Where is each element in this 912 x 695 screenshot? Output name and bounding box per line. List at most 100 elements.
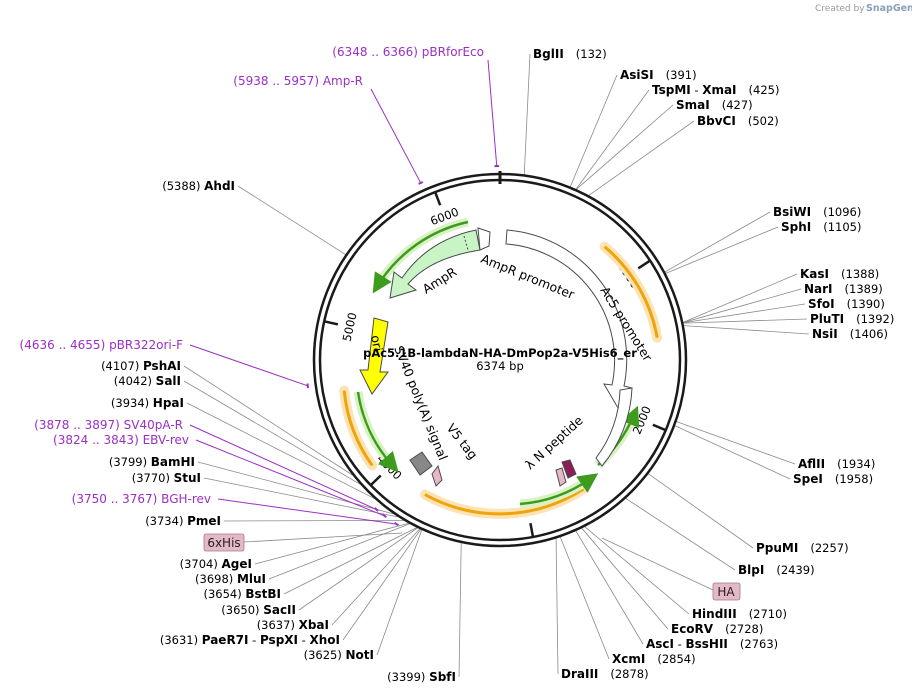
site-pmei[interactable]: (3734) PmeI — [145, 514, 221, 528]
site-name-pupmi: PpuMI(2257) — [756, 541, 849, 555]
primer-mark-pbr322ori-f — [306, 383, 310, 389]
site-name-bstbi: (3654) BstBI — [203, 587, 281, 601]
site-noti[interactable]: (3625) NotI — [304, 648, 374, 662]
site-blpi[interactable]: BlpI(2439) — [738, 563, 815, 577]
ampr-feature-arrow[interactable] — [389, 229, 481, 299]
site-pluti[interactable]: PluTI(1392) — [810, 312, 894, 326]
site-tspmi[interactable]: TspMI - XmaI(425) — [652, 83, 779, 97]
site-bbvci[interactable]: BbvCI(502) — [697, 114, 779, 128]
site-leader-noti — [376, 529, 423, 656]
site-nari[interactable]: NarI(1389) — [804, 282, 883, 296]
primer-range-pbr322ori-f: (4636 .. 4655) — [20, 338, 110, 352]
site-bamhi[interactable]: (3799) BamHI — [109, 455, 195, 469]
site-spei[interactable]: SpeI(1958) — [793, 472, 873, 486]
site-leader-smai — [576, 104, 674, 190]
site-bglii[interactable]: BglII(132) — [533, 47, 607, 61]
site-nsii[interactable]: NsiI(1406) — [812, 327, 888, 341]
site-name-kasi: KasI(1388) — [800, 267, 879, 281]
site-name-pluti: PluTI(1392) — [810, 312, 894, 326]
site-leader-xcmi — [559, 536, 610, 660]
site-sfoi[interactable]: SfoI(1390) — [808, 297, 885, 311]
primer-leader-ampr-primer — [370, 88, 422, 184]
site-name-sfoi: SfoI(1390) — [808, 297, 885, 311]
ha-tag-marker[interactable] — [555, 467, 567, 487]
site-asisi[interactable]: AsiSI(391) — [620, 68, 697, 82]
site-hindiii[interactable]: HindIII(2710) — [692, 607, 787, 621]
orf-arc-3 — [342, 390, 374, 467]
site-aflii[interactable]: AflII(1934) — [798, 457, 875, 471]
site-xcmi[interactable]: XcmI(2854) — [612, 652, 696, 666]
site-leader-asisi — [569, 74, 618, 187]
tick-1000 — [637, 260, 650, 270]
site-pos-sphi: (1105) — [823, 220, 861, 234]
primer-pbr322ori-f[interactable]: (4636 .. 4655) pBR322ori-F — [20, 338, 184, 352]
primer-leader-ebv-rev — [195, 439, 385, 517]
primer-mark-sv40pa-r — [373, 507, 379, 512]
site-leader-ahdi — [237, 185, 346, 255]
tag-ha-box — [712, 582, 741, 601]
site-leader-paer7i — [342, 529, 422, 641]
primer-mark-bgh-rev — [394, 521, 399, 527]
ori-feature-arrow[interactable] — [359, 317, 389, 395]
site-sphi[interactable]: SphI(1105) — [781, 220, 862, 234]
orf-arc-1 — [603, 245, 659, 339]
site-pos-pluti: (1392) — [856, 312, 894, 326]
site-xbai[interactable]: (3637) XbaI — [257, 618, 329, 632]
primer-pbrforeco[interactable]: (6348 .. 6366) pBRforEco — [332, 45, 484, 59]
site-kasi[interactable]: KasI(1388) — [800, 267, 879, 281]
site-ahdi[interactable]: (5388) AhdI — [162, 179, 235, 193]
sv40-polya-label: SV40 poly(A) signal — [391, 344, 451, 463]
site-bsiwi[interactable]: BsiWI(1096) — [773, 205, 861, 219]
lambda-n-marker[interactable] — [561, 459, 577, 479]
his-tag-marker[interactable] — [431, 464, 443, 487]
site-bstbi[interactable]: (3654) BstBI — [203, 587, 281, 601]
site-asci[interactable]: AscI - BssHII(2763) — [646, 637, 778, 651]
site-leader-sphi — [665, 226, 779, 274]
credit: Created by SnapGene — [815, 3, 912, 14]
site-leader-sali — [183, 380, 361, 485]
site-leader-pupmi — [648, 473, 754, 549]
site-leader-stui — [203, 477, 399, 518]
site-smai[interactable]: SmaI(427) — [676, 98, 753, 112]
primer-mark-ampr-primer — [418, 181, 424, 185]
primer-label-ebv-rev: (3824 .. 3843) EBV-rev — [53, 433, 189, 447]
site-name-spei: SpeI(1958) — [793, 472, 873, 486]
site-name-xbai: (3637) XbaI — [257, 618, 329, 632]
site-pos-smai: (427) — [722, 98, 753, 112]
site-name-tspmi: TspMI - XmaI(425) — [652, 83, 779, 97]
site-sacii[interactable]: (3650) SacII — [221, 603, 296, 617]
site-sbfi[interactable]: (3399) SbfI — [387, 670, 456, 684]
site-sali[interactable]: (4042) SalI — [114, 374, 181, 388]
site-pupmi[interactable]: PpuMI(2257) — [756, 541, 849, 555]
site-paer7i[interactable]: (3631) PaeR7I - PspXI - XhoI — [160, 633, 340, 647]
primer-bgh-rev[interactable]: (3750 .. 3767) BGH-rev — [72, 492, 211, 506]
site-leader-nari — [683, 288, 802, 323]
site-name-asci: AscI - BssHII(2763) — [646, 637, 778, 651]
site-draiii[interactable]: DraIII(2878) — [561, 667, 649, 681]
v5-tag-box[interactable] — [409, 451, 433, 476]
site-pos-xcmi: (2854) — [657, 652, 695, 666]
tag-6xhis[interactable]: 6xHis — [203, 532, 403, 552]
site-pos-sacii: (3650) — [221, 603, 263, 617]
primer-ampr-primer[interactable]: (5938 .. 5957) Amp-R — [233, 74, 363, 88]
site-pos-sbfi: (3399) — [387, 670, 429, 684]
site-leader-xbai — [331, 528, 421, 626]
site-hpai[interactable]: (3934) HpaI — [111, 396, 184, 410]
primer-ebv-rev[interactable]: (3824 .. 3843) EBV-rev — [53, 433, 189, 447]
tag-ha[interactable]: HA — [601, 537, 741, 601]
tag-ha-label: HA — [717, 585, 735, 599]
site-ecorv[interactable]: EcoRV(2728) — [671, 622, 763, 636]
ampr-promoter-arrow[interactable] — [477, 227, 491, 251]
site-mlui[interactable]: (3698) MluI — [195, 572, 266, 586]
site-pos-hpai: (3934) — [111, 396, 153, 410]
site-leader-bamhi — [197, 461, 395, 515]
site-stui[interactable]: (3770) StuI — [132, 471, 201, 485]
site-pos-sfoi: (1390) — [847, 297, 885, 311]
site-pos-kasi: (1388) — [841, 267, 879, 281]
primer-sv40pa-r[interactable]: (3878 .. 3897) SV40pA-R — [34, 418, 183, 432]
site-pshai[interactable]: (4107) PshAI — [101, 359, 181, 373]
site-agei[interactable]: (3704) AgeI — [180, 557, 252, 571]
primer-name-sv40pa-r: SV40pA-R — [124, 418, 183, 432]
